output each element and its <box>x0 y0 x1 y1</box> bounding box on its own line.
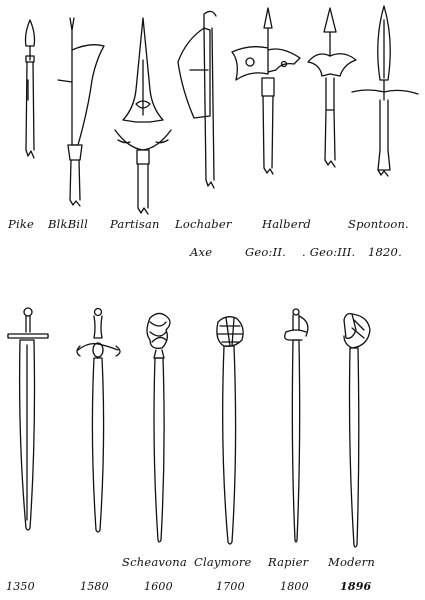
year-1350: 1350 <box>6 580 35 593</box>
partisan-icon <box>114 17 172 215</box>
sword-1580-icon <box>76 307 121 533</box>
label-geo-ii: Geo:II. <box>245 245 286 259</box>
black-bill-icon <box>57 17 105 207</box>
year-1800: 1800 <box>280 580 309 593</box>
year-1700: 1700 <box>216 580 245 593</box>
label-geo-iii: . Geo:III. <box>302 245 356 259</box>
label-claymore: Claymore <box>194 555 252 569</box>
halberd-geo-iii-icon <box>307 7 357 168</box>
label-partisan: Partisan <box>110 217 160 231</box>
year-1580: 1580 <box>80 580 109 593</box>
label-1820: 1820. <box>368 245 402 259</box>
label-black-bill: BlkBill <box>48 217 88 231</box>
label-lochaber: Lochaber <box>175 217 232 231</box>
spontoon-icon <box>351 5 419 177</box>
label-pike: Pike <box>8 217 34 231</box>
label-axe: Axe <box>190 245 213 259</box>
label-spontoon: Spontoon. <box>348 217 409 231</box>
sword-1350-icon <box>7 307 49 531</box>
modern-sword-1896-icon <box>343 312 371 548</box>
halberd-geo-ii-icon <box>231 7 301 175</box>
label-scheavona: Scheavona <box>122 555 187 569</box>
label-rapier: Rapier <box>268 555 309 569</box>
pike-icon <box>24 19 36 159</box>
rapier-1800-icon <box>284 308 309 543</box>
claymore-1700-icon <box>216 316 244 545</box>
year-1896: 1896 <box>340 580 372 593</box>
lochaber-axe-icon <box>177 10 217 189</box>
schiavona-1600-icon <box>146 312 171 543</box>
label-halberd: Halberd <box>262 217 311 231</box>
label-modern: Modern <box>328 555 375 569</box>
year-1600: 1600 <box>144 580 173 593</box>
